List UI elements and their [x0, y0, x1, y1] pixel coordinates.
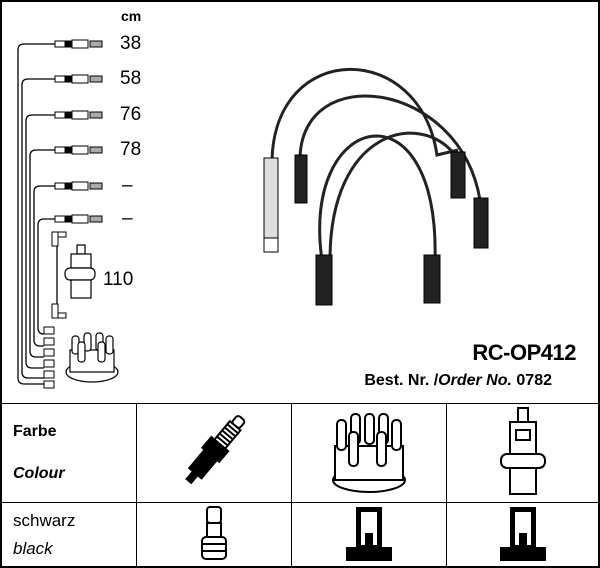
distributor-connector-icon	[346, 506, 392, 561]
product-code: RC-OP412	[472, 340, 576, 365]
coil-icon-small	[64, 244, 96, 299]
colour-value-cell: schwarz black	[0, 502, 137, 568]
colour-header-cell: Farbe Colour	[0, 403, 137, 503]
plug-boot-cell	[136, 502, 292, 568]
colour-en: black	[13, 539, 53, 558]
order-number-line: Best. Nr. /Order No. 0782	[364, 372, 552, 390]
coil-connector-cell	[446, 502, 600, 568]
spark-plug-cell	[136, 403, 292, 503]
cable-set-illustration	[17, 39, 489, 389]
ignition-coil-cell	[446, 403, 600, 503]
length-label: 76	[120, 104, 142, 125]
coil-length-label: 110	[103, 269, 134, 290]
length-label: 78	[120, 139, 142, 160]
distributor-cap-icon	[332, 412, 406, 493]
length-label: 38	[120, 33, 142, 54]
unit-label: cm	[121, 8, 142, 24]
order-number: 0782	[516, 372, 552, 389]
farbe-label: Farbe	[13, 423, 57, 440]
colour-de: schwarz	[13, 511, 76, 530]
wire-schematic	[17, 43, 58, 385]
order-prefix: Best. Nr. /	[364, 372, 439, 389]
coil-connector-icon	[500, 506, 546, 561]
cap-connector-cell	[291, 502, 447, 568]
spark-plug-icon	[185, 414, 246, 484]
length-label: 58	[120, 68, 142, 89]
length-label: –	[122, 175, 133, 196]
ignition-coil-icon	[500, 406, 546, 495]
colour-label: Colour	[13, 465, 65, 482]
distributor-cap-cell	[291, 403, 447, 503]
spark-plug-boot-icon	[201, 505, 227, 560]
colour-table: Farbe Colour	[0, 403, 600, 568]
length-label: –	[122, 208, 133, 229]
cable-boots	[263, 151, 489, 306]
plug-icons	[43, 39, 103, 389]
distributor-cap-small	[65, 332, 119, 383]
order-label: Order No.	[438, 372, 512, 389]
